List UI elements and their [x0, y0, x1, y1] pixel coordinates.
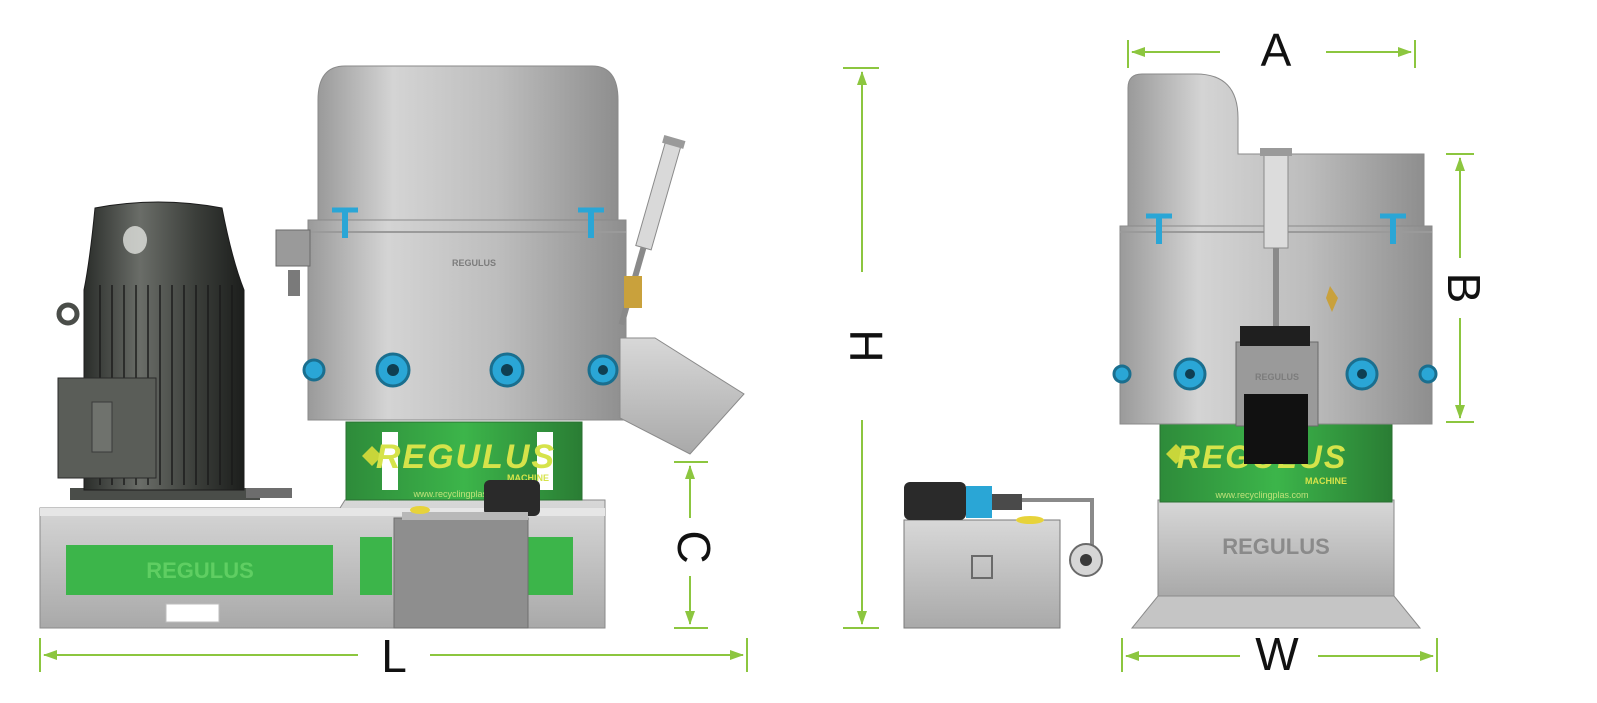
porthole	[1173, 357, 1207, 391]
valve-right	[1380, 213, 1406, 244]
base-brand-label: REGULUS	[146, 558, 254, 583]
front-view: REGULUS	[39, 65, 745, 629]
valve-right	[578, 207, 604, 238]
band-brand-label: REGULUS	[376, 438, 556, 476]
valve-left	[332, 207, 358, 238]
door-brand-label: REGULUS	[1255, 372, 1299, 382]
dim-label-c: C	[668, 530, 720, 563]
nameplate	[165, 603, 220, 623]
base-green-panel	[66, 545, 333, 595]
side-band-url-label: www.recyclingplas.com	[1214, 490, 1308, 500]
dimension-labels: H L C A B W	[381, 24, 1490, 682]
dimension-annotations	[39, 40, 1474, 672]
porthole	[1418, 364, 1438, 384]
dim-label-w: W	[1255, 628, 1299, 680]
band-url-label: www.recyclingplas.com	[412, 489, 506, 499]
drum-brand-label: REGULUS	[452, 258, 496, 268]
lifting-eye	[56, 302, 80, 326]
porthole	[1112, 364, 1132, 384]
valve-left	[1146, 213, 1172, 244]
porthole	[489, 352, 525, 388]
base-frame: REGULUS	[39, 499, 606, 629]
side-view: REGULUS REGULUS MACHINE www.recyclingpla…	[903, 73, 1438, 629]
band-machine-label: MACHINE	[507, 473, 549, 483]
porthole	[1345, 357, 1379, 391]
pump-coupling	[966, 486, 992, 518]
motor	[56, 201, 292, 500]
side-bracket	[275, 229, 311, 267]
side-band-machine-label: MACHINE	[1305, 476, 1347, 486]
side-base: REGULUS	[1130, 499, 1422, 629]
hydraulic-unit-front	[393, 517, 529, 629]
sensor	[288, 270, 300, 296]
hydraulic-pump	[402, 480, 540, 520]
dim-label-h: H	[840, 329, 892, 362]
base-green-panel-2	[360, 537, 392, 595]
porthole	[587, 354, 619, 386]
side-brand-logo-icon	[1166, 444, 1186, 464]
brass-fitting	[624, 276, 642, 308]
porthole	[375, 352, 411, 388]
porthole	[302, 358, 326, 382]
brand-logo-icon	[362, 446, 382, 466]
side-drum: REGULUS	[1112, 73, 1438, 464]
discharge-chute	[619, 337, 745, 455]
base-green-panel-3	[528, 537, 573, 595]
pump-motor	[904, 482, 966, 520]
dim-label-a: A	[1261, 24, 1292, 76]
brass-fitting	[1326, 286, 1338, 312]
side-base-brand-label: REGULUS	[1222, 534, 1330, 559]
pneumatic-cylinder	[1260, 148, 1292, 328]
compactor-drum: REGULUS	[275, 65, 745, 455]
hydraulic-station	[903, 482, 1103, 629]
dim-label-l: L	[381, 630, 407, 682]
dim-label-b: B	[1438, 273, 1490, 304]
green-brand-band: REGULUS MACHINE www.recyclingplas.com	[345, 421, 583, 501]
coupling	[246, 488, 292, 498]
